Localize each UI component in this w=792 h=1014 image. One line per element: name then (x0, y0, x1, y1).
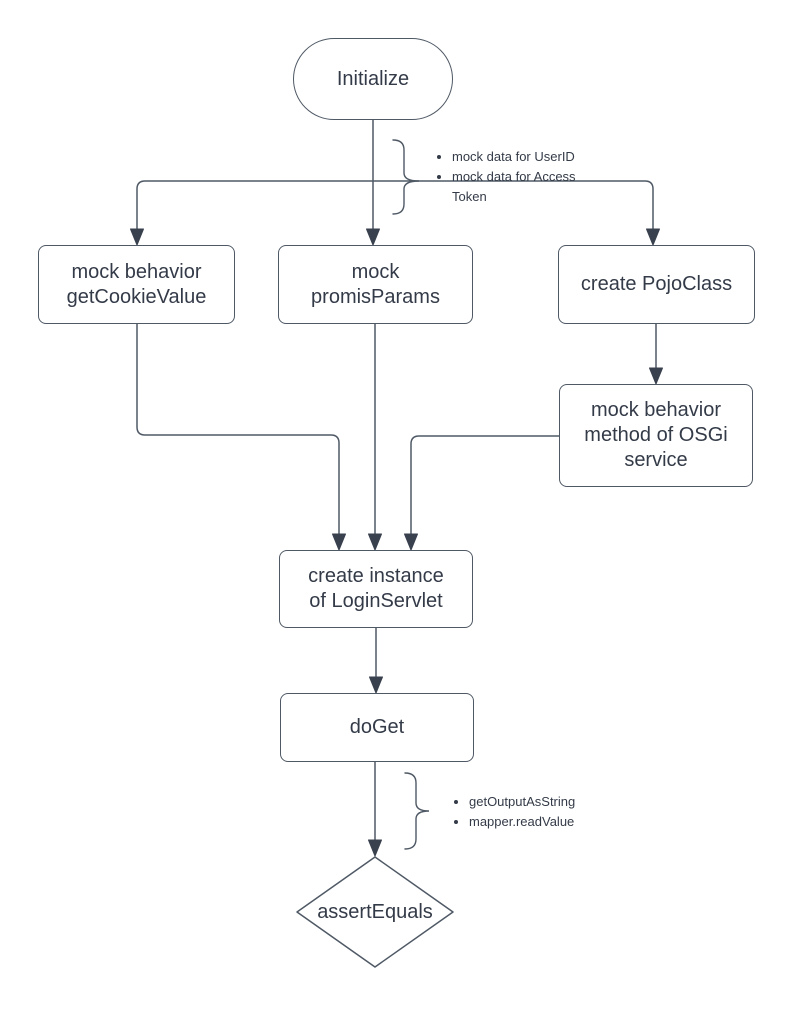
annotation-after-doget: getOutputAsString mapper.readValue (453, 792, 575, 832)
edge-mock-osgi-to-create-instance (410, 435, 559, 536)
node-label: mock behavior method of OSGi service (584, 399, 728, 471)
node-label: assertEquals (317, 900, 433, 923)
node-mock-behavior-osgi-service: mock behavior method of OSGi service (559, 384, 753, 487)
node-create-pojoclass: create PojoClass (558, 245, 755, 324)
diamond-shape (296, 856, 454, 968)
arrowhead-icon (130, 228, 144, 246)
node-doget: doGet (280, 693, 474, 762)
curly-brace-icon (404, 772, 430, 850)
node-mock-promisparams: mock promisParams (278, 245, 473, 324)
node-create-instance-loginservlet: create instance of LoginServlet (279, 550, 473, 628)
curly-brace-icon (392, 139, 420, 215)
diamond-outline (296, 856, 454, 968)
arrowhead-icon (404, 533, 418, 551)
arrowhead-icon (332, 533, 346, 551)
edge-initialize-to-mock-getcookievalue (136, 180, 373, 231)
node-assertequals: assertEquals (296, 856, 454, 968)
arrowhead-icon (368, 839, 382, 857)
arrowhead-icon (646, 228, 660, 246)
edge-initialize-to-create-pojoclass (373, 180, 654, 231)
node-label: create instance of LoginServlet (308, 565, 444, 612)
annotation-item: mock data for Access Token (452, 167, 602, 207)
node-label: create PojoClass (580, 273, 733, 295)
annotation-item: getOutputAsString (469, 792, 575, 812)
node-label: mock behavior getCookieValue (66, 260, 207, 308)
node-label: Initialize (336, 67, 410, 90)
arrowhead-icon (366, 228, 380, 246)
node-label: mock promisParams (311, 260, 440, 308)
node-initialize: Initialize (293, 38, 453, 120)
arrowhead-icon (369, 676, 383, 694)
edge-mock-getcookievalue-to-create-instance (136, 324, 340, 536)
node-mock-behavior-getcookievalue: mock behavior getCookieValue (38, 245, 235, 324)
annotation-item: mapper.readValue (469, 812, 575, 832)
annotation-after-initialize: mock data for UserID mock data for Acces… (435, 147, 602, 207)
annotation-item: mock data for UserID (452, 147, 602, 167)
arrowhead-icon (649, 367, 663, 385)
arrowhead-icon (368, 533, 382, 551)
node-label: doGet (349, 716, 405, 738)
